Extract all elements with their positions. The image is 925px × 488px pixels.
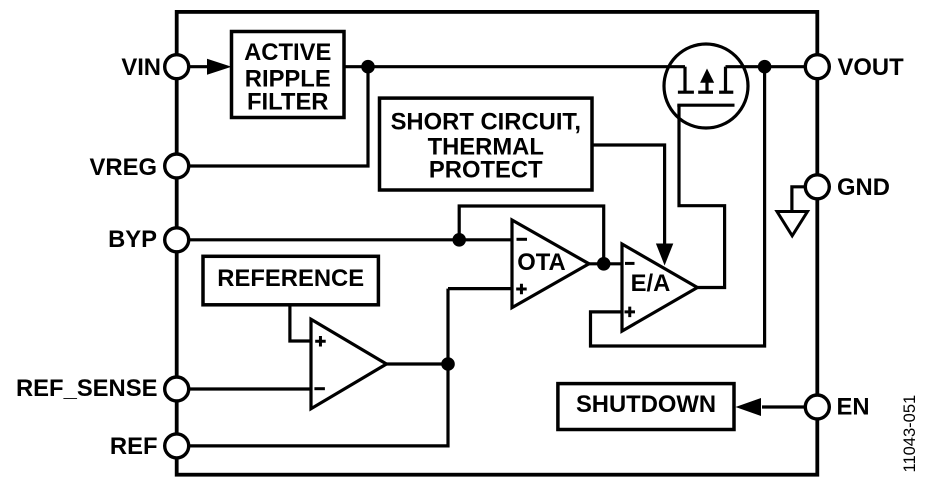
svg-text:REFERENCE: REFERENCE: [217, 265, 364, 292]
svg-text:SHORT CIRCUIT,: SHORT CIRCUIT,: [391, 108, 581, 135]
svg-text:REF: REF: [110, 433, 158, 460]
svg-text:PROTECT: PROTECT: [429, 157, 543, 184]
svg-text:ACTIVE: ACTIVE: [244, 39, 331, 66]
svg-text:VREG: VREG: [90, 154, 157, 181]
svg-text:BYP: BYP: [108, 226, 157, 253]
svg-text:E/A: E/A: [631, 270, 671, 297]
svg-text:11043-051: 11043-051: [901, 395, 919, 473]
svg-text:RIPPLE: RIPPLE: [245, 66, 331, 93]
svg-text:OTA: OTA: [517, 249, 565, 276]
svg-text:SHUTDOWN: SHUTDOWN: [576, 391, 716, 418]
svg-text:FILTER: FILTER: [247, 89, 329, 116]
svg-text:VIN: VIN: [121, 54, 161, 81]
svg-text:REF_SENSE: REF_SENSE: [16, 375, 158, 402]
svg-text:GND: GND: [837, 174, 890, 201]
svg-text:VOUT: VOUT: [838, 54, 905, 81]
svg-text:THERMAL: THERMAL: [428, 133, 544, 160]
svg-text:EN: EN: [837, 394, 870, 421]
